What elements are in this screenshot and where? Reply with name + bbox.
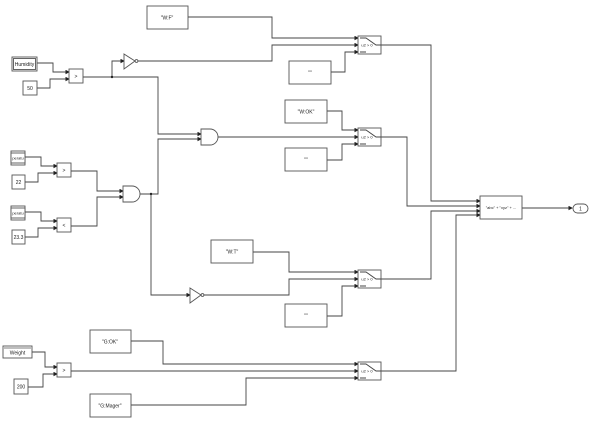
relational-humidity-gt[interactable]: >: [68, 68, 84, 84]
constant-empty-3[interactable]: "": [284, 303, 328, 328]
concat-label: "abc" + "xyz" + ...: [486, 205, 517, 210]
constant-wt-label: "W:T": [226, 249, 239, 255]
relational-temp-gt[interactable]: >: [56, 162, 72, 178]
switch-condition: u2 > 0: [361, 369, 373, 374]
constant-gmager-label: "G:Mager": [98, 403, 121, 409]
switch-condition: u2 > 0: [361, 135, 373, 140]
humidity-label: Humidity: [15, 62, 35, 68]
switch-condition: u2 > 0: [361, 277, 373, 282]
constant-23-3-label: 23.3: [14, 235, 24, 241]
temperature-label: peratu: [12, 211, 23, 216]
constant-200[interactable]: 200: [13, 378, 29, 395]
switch-3[interactable]: u2 > 0: [357, 269, 382, 289]
operator-label: <: [63, 223, 66, 229]
constant-23-3[interactable]: 23.3: [11, 229, 26, 245]
constant-gok[interactable]: "G:OK": [89, 329, 132, 354]
not-gate-1[interactable]: [123, 53, 136, 70]
signal-lines: [25, 16, 573, 406]
constant-gok-label: "G:OK": [102, 339, 118, 345]
operator-label: >: [63, 168, 66, 174]
not-bubble: [134, 59, 139, 63]
temperature-label: peratu: [12, 156, 23, 161]
not-gate-2[interactable]: [189, 287, 202, 304]
constant-empty-1[interactable]: "": [288, 60, 332, 85]
constant-22-label: 22: [16, 180, 22, 186]
from-humidity[interactable]: Humidity: [11, 56, 38, 72]
from-weight[interactable]: Weight: [2, 345, 33, 359]
constant-wt[interactable]: "W:T": [210, 239, 254, 264]
constant-wok[interactable]: "W:OK": [284, 99, 328, 124]
operator-label: >: [63, 368, 66, 374]
constant-wok-label: "W:OK": [298, 109, 315, 115]
operator-label: >: [75, 74, 78, 80]
constant-wf-label: "W:F": [161, 15, 174, 21]
constant-50[interactable]: 50: [22, 80, 38, 96]
and-gate-1[interactable]: [200, 128, 219, 146]
switch-condition: u2 > 0: [361, 43, 373, 48]
constant-empty-2[interactable]: "": [284, 147, 328, 172]
relational-temp-lt[interactable]: <: [56, 217, 72, 233]
switch-4[interactable]: u2 > 0: [357, 361, 382, 381]
constant-empty-label: "": [304, 157, 308, 163]
relational-weight-gt[interactable]: >: [56, 362, 72, 378]
and-gate-2[interactable]: [122, 185, 141, 203]
outport-label: 1: [579, 206, 582, 212]
constant-200-label: 200: [17, 384, 26, 390]
constant-50-label: 50: [27, 86, 33, 92]
from-temperature-2[interactable]: peratu: [10, 205, 26, 221]
switch-2[interactable]: u2 > 0: [357, 127, 382, 147]
from-temperature-1[interactable]: peratu: [10, 150, 26, 166]
string-concatenate[interactable]: "abc" + "xyz" + ...: [479, 195, 523, 220]
not-bubble: [200, 293, 205, 297]
constant-empty-label: "": [308, 70, 312, 76]
constant-empty-label: "": [304, 313, 308, 319]
weight-label: Weight: [10, 350, 26, 356]
switch-1[interactable]: u2 > 0: [357, 35, 382, 55]
constant-22[interactable]: 22: [11, 174, 26, 190]
constant-gmager[interactable]: "G:Mager": [89, 393, 132, 418]
constant-wf[interactable]: "W:F": [146, 5, 189, 30]
outport-1[interactable]: 1: [572, 203, 589, 214]
